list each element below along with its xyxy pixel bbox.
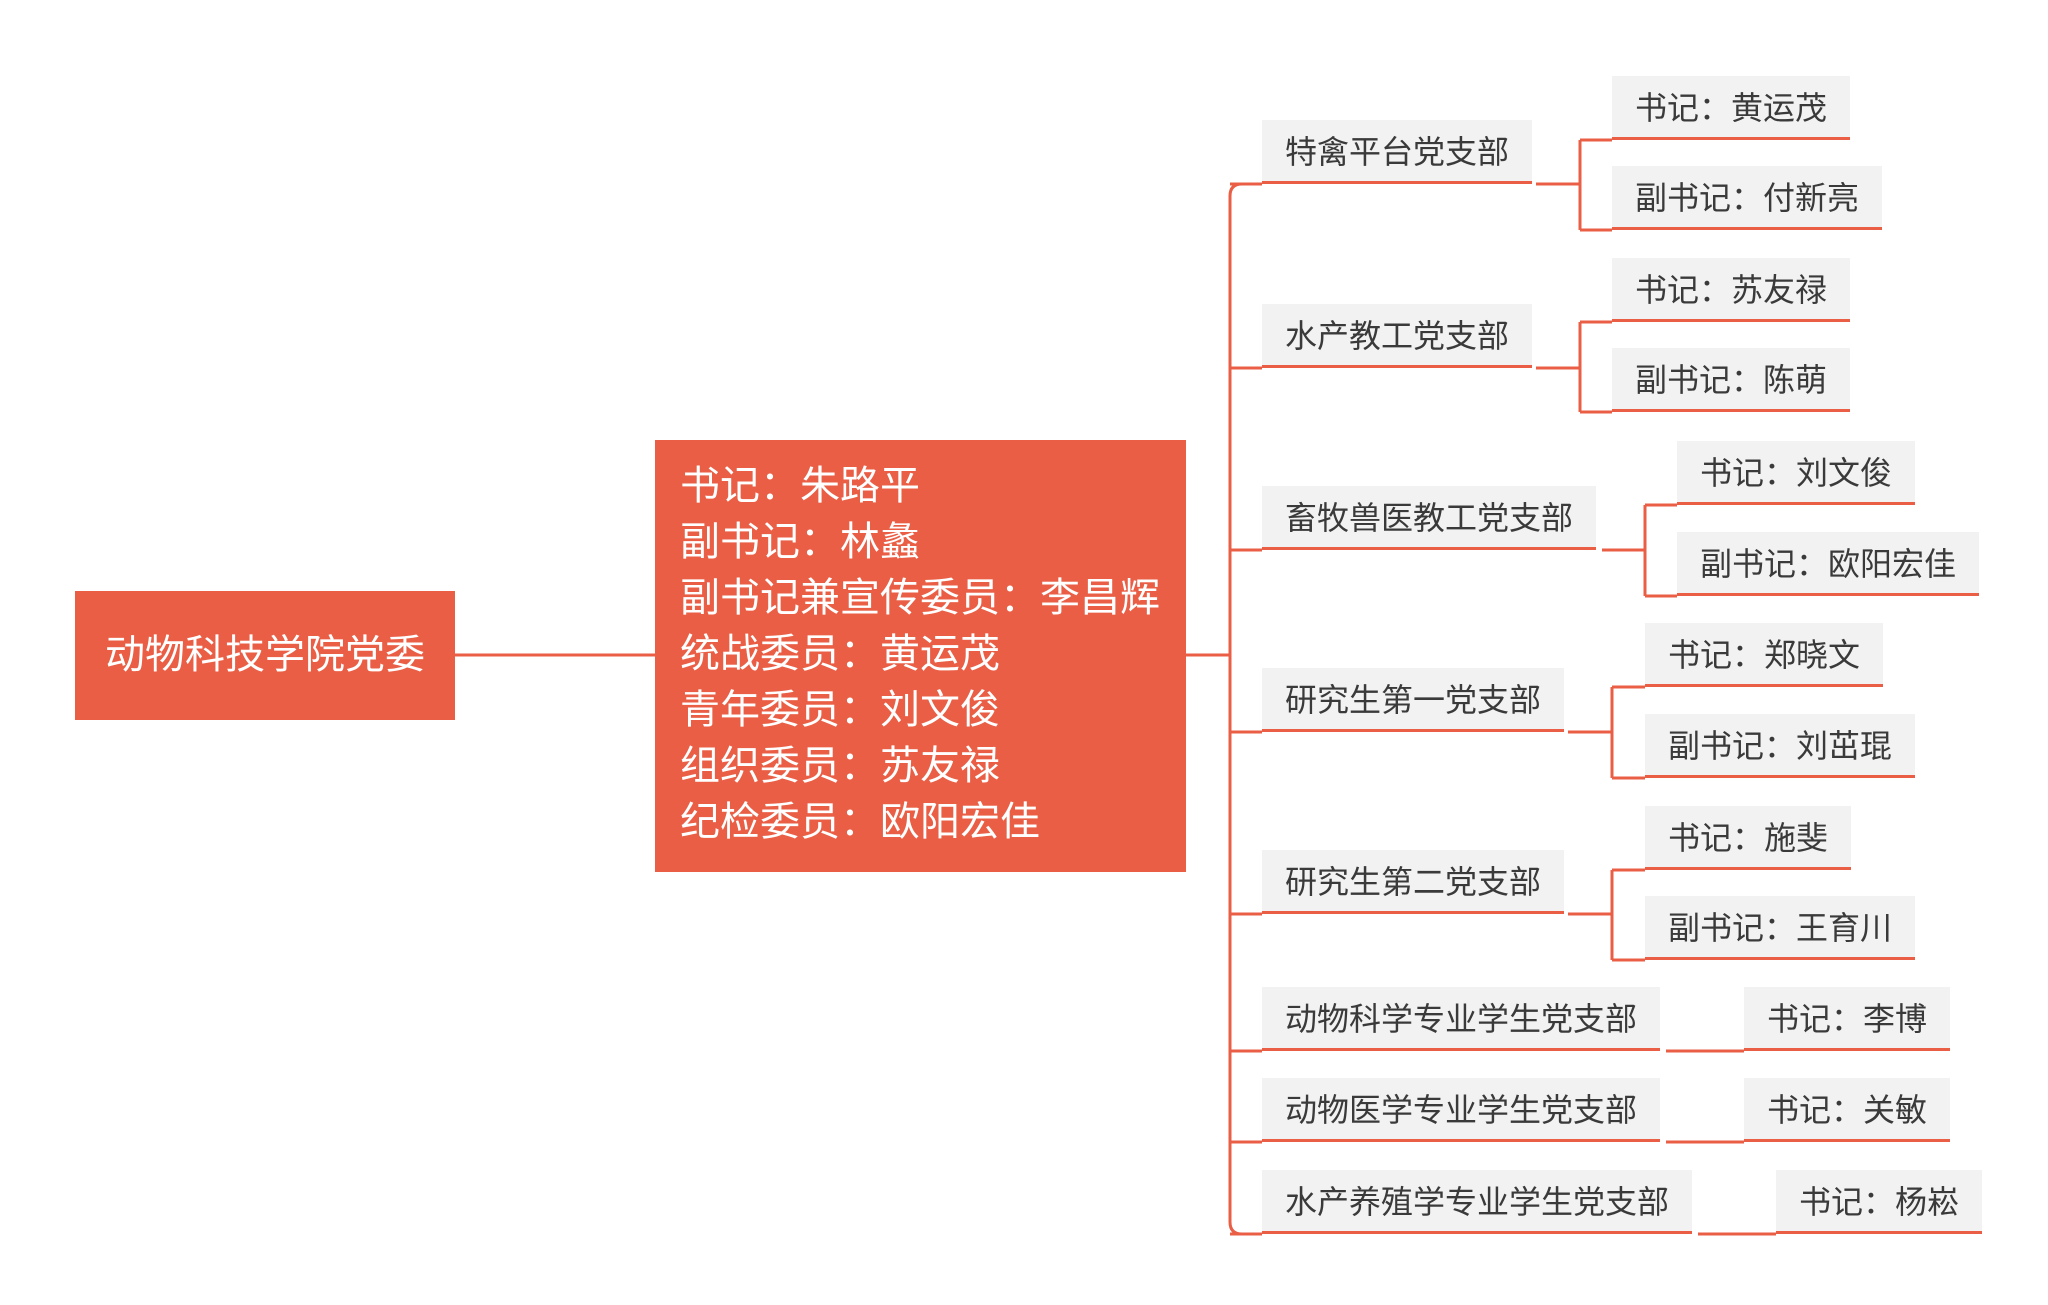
leaf-node[interactable]: 书记：郑晓文	[1645, 623, 1884, 687]
branch-node[interactable]: 畜牧兽医教工党支部	[1262, 486, 1597, 550]
branch-node[interactable]: 动物科学专业学生党支部	[1262, 987, 1661, 1051]
branch-node[interactable]: 水产教工党支部	[1262, 304, 1533, 368]
connector-leaves-4	[1568, 868, 1645, 962]
connector-spine	[1228, 182, 1243, 1236]
branch-node[interactable]: 动物医学专业学生党支部	[1262, 1078, 1661, 1142]
connector-leaves-3	[1568, 685, 1645, 780]
branch-node[interactable]: 研究生第二党支部	[1262, 850, 1565, 914]
committee-line: 书记：朱路平	[680, 463, 920, 509]
leaf-node[interactable]: 书记：施斐	[1645, 806, 1852, 870]
leaf-node[interactable]: 书记：杨崧	[1776, 1170, 1983, 1234]
committee-line: 副书记：林蠡	[680, 519, 920, 565]
leaf-node[interactable]: 书记：苏友禄	[1612, 258, 1851, 322]
branch-node[interactable]: 特禽平台党支部	[1262, 120, 1533, 184]
leaf-node[interactable]: 副书记：欧阳宏佳	[1677, 532, 1980, 596]
connector-leaves-1	[1536, 320, 1612, 414]
committee-line: 副书记兼宣传委员：李昌辉	[680, 575, 1160, 621]
leaf-node[interactable]: 副书记：刘茁琨	[1645, 714, 1916, 778]
connector-leaves-2	[1602, 503, 1677, 598]
leaf-node[interactable]: 书记：关敏	[1744, 1078, 1951, 1142]
leaf-node[interactable]: 副书记：付新亮	[1612, 166, 1883, 230]
connector-leaves-0	[1536, 138, 1612, 232]
leaf-node[interactable]: 书记：黄运茂	[1612, 76, 1851, 140]
leaf-node[interactable]: 书记：刘文俊	[1677, 441, 1916, 505]
leaf-node[interactable]: 副书记：王育川	[1645, 896, 1916, 960]
branch-node[interactable]: 水产养殖学专业学生党支部	[1262, 1170, 1693, 1234]
committee-node[interactable]: 书记：朱路平 副书记：林蠡 副书记兼宣传委员：李昌辉 统战委员：黄运茂 青年委员…	[655, 440, 1186, 872]
committee-line: 纪检委员：欧阳宏佳	[680, 799, 1040, 845]
committee-line: 组织委员：苏友禄	[680, 743, 1000, 789]
committee-line: 青年委员：刘文俊	[680, 687, 1000, 733]
root-node[interactable]: 动物科技学院党委	[75, 591, 455, 720]
leaf-node[interactable]: 书记：李博	[1744, 987, 1951, 1051]
committee-line: 统战委员：黄运茂	[680, 631, 1000, 677]
leaf-node[interactable]: 副书记：陈萌	[1612, 348, 1851, 412]
branch-node[interactable]: 研究生第一党支部	[1262, 668, 1565, 732]
